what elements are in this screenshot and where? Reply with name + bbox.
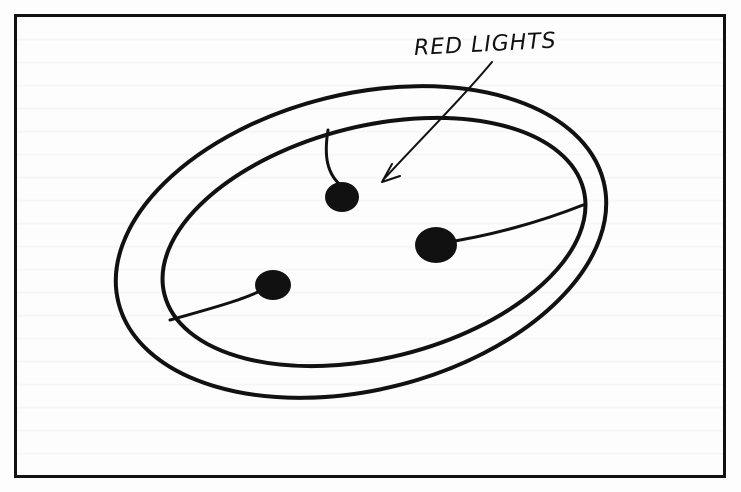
light-right bbox=[415, 227, 457, 263]
inner-ring-outline bbox=[136, 77, 611, 407]
wire-top bbox=[326, 130, 344, 188]
wire-right bbox=[442, 205, 583, 243]
wire-left bbox=[170, 287, 268, 320]
light-left bbox=[255, 270, 291, 300]
light-top bbox=[325, 182, 359, 212]
outer-ring-outline bbox=[83, 38, 640, 446]
